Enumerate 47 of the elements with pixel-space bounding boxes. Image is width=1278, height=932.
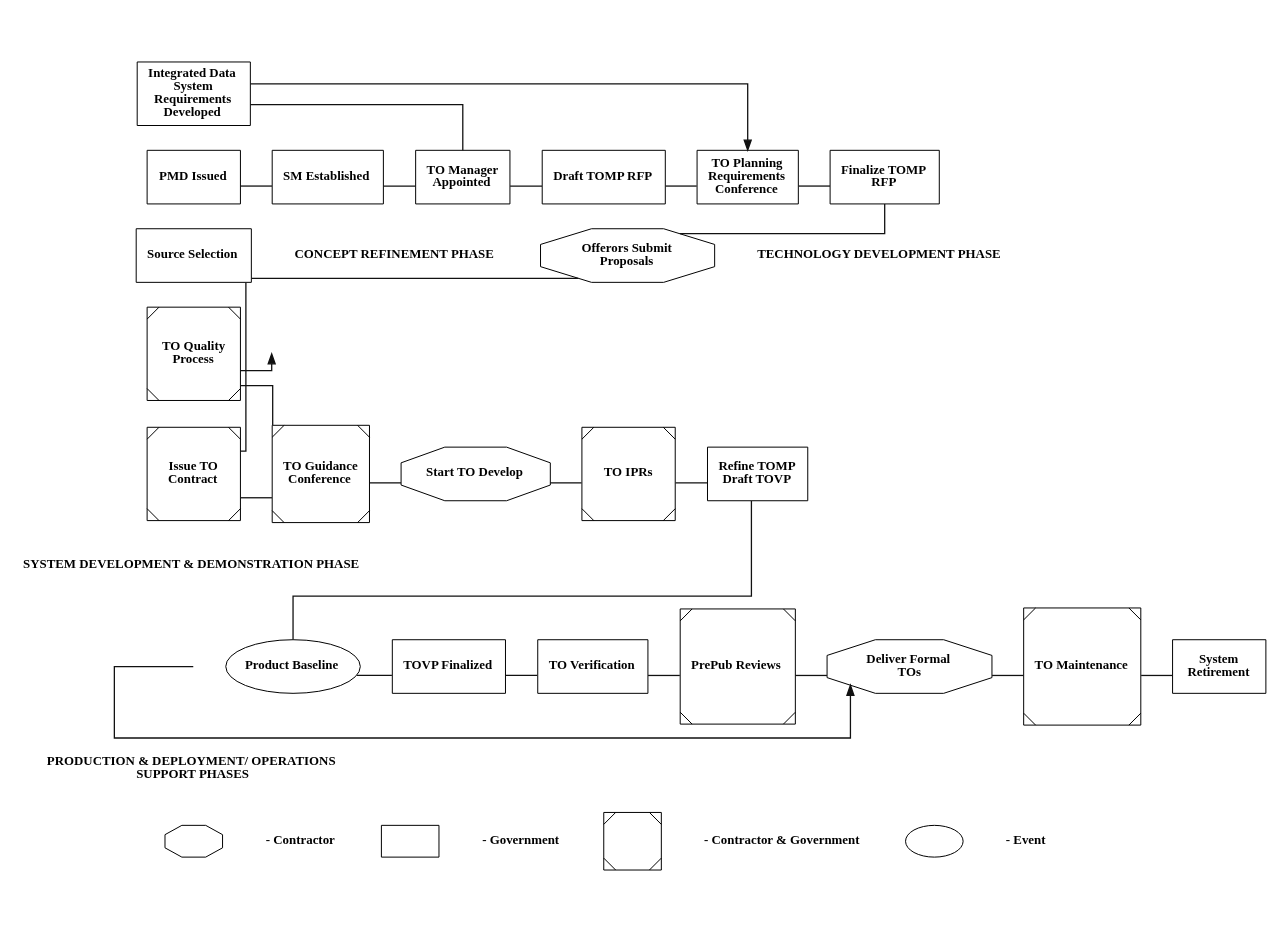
node-ellipse [905, 824, 964, 858]
connector [1140, 674, 1174, 677]
arrow [113, 665, 855, 739]
node-box: TO Manager Appointed [415, 149, 511, 205]
arrow [239, 351, 277, 372]
connector [665, 185, 698, 187]
node-box: PMD Issued [146, 149, 241, 205]
node-box: TOVP Finalized [391, 639, 506, 694]
connector [356, 674, 393, 677]
connector [292, 500, 753, 641]
node-box: Source Selection [135, 228, 252, 283]
label: SYSTEM DEVELOPMENT & DEMONSTRATION PHASE [23, 556, 360, 571]
node-box: Refine TOMP Draft TOVP [707, 446, 809, 502]
legend-label: - Contractor [265, 832, 335, 847]
node-box: System Retirement [1172, 639, 1267, 694]
legend-label: - Event [1005, 832, 1046, 847]
connector [369, 482, 402, 484]
node-box: Finalize TOMP RFP [829, 149, 940, 205]
node-box: TO Planning Requirements Conference [696, 149, 799, 205]
connector [798, 185, 831, 187]
connector [239, 384, 274, 426]
connector [647, 674, 681, 677]
connector [679, 203, 886, 235]
arrow [249, 83, 753, 153]
legend-label: - Contractor & Government [704, 832, 860, 847]
node-box [380, 824, 440, 858]
legend-label: - Government [482, 832, 560, 847]
node-box: Draft TOMP RFP [541, 149, 666, 205]
node-box: TO Verification [537, 639, 649, 694]
label: TECHNOLOGY DEVELOPMENT PHASE [757, 246, 1001, 261]
connector [240, 497, 273, 499]
connector [991, 674, 1025, 677]
node-box: SM Established [271, 149, 384, 205]
label: CONCEPT REFINEMENT PHASE [294, 246, 494, 261]
connector [251, 277, 579, 280]
connector [794, 674, 828, 677]
connector [382, 185, 417, 187]
node-ellipse: Product Baseline [225, 639, 361, 694]
connector [674, 482, 709, 484]
connector [509, 185, 543, 187]
connector [505, 674, 538, 677]
node-octagon [164, 824, 224, 858]
node-box: Integrated Data System Requirements Developed [136, 61, 251, 126]
connector [249, 104, 464, 151]
connector [549, 482, 583, 484]
connector [240, 185, 273, 187]
label: PRODUCTION & DEPLOYMENT/ OPERATIONS SUPPORT PHASES [46, 754, 336, 782]
